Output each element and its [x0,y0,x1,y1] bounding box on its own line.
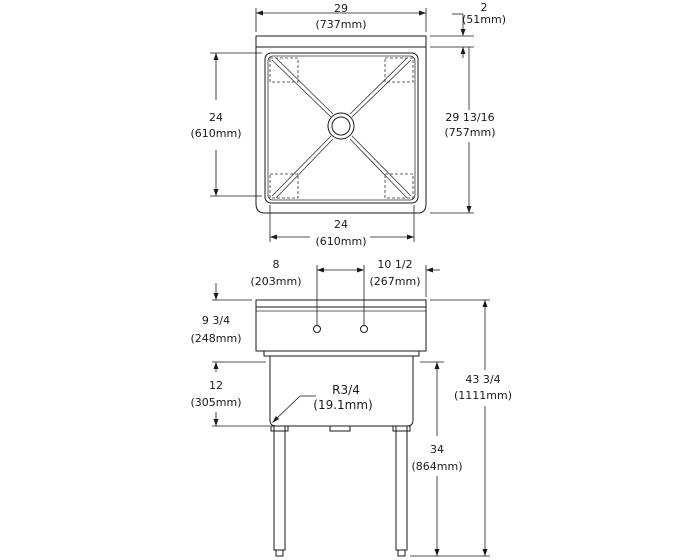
diag-br [351,135,412,197]
backsplash-height-mm: (248mm) [190,332,241,345]
corner-br [384,173,414,199]
front-drain [329,425,351,432]
diag-bl [271,135,332,197]
faucet-offset-inches: 10 1/2 [377,258,412,271]
top-outer-rim [255,47,427,214]
backsplash-inches: 2 [481,1,488,14]
bowl-width-inches: 24 [334,218,348,231]
bowl-depth-mm: (610mm) [190,127,241,140]
radius-inches: R3/4 [332,383,360,397]
corner-tr [384,57,414,83]
diag-tl [271,59,332,118]
rim-height-inches: 34 [430,443,444,456]
bowl-depth-inches: 24 [209,111,223,124]
radius-mm: (19.1mm) [313,398,372,412]
bowl-width-mm: (610mm) [315,235,366,248]
overall-height-mm: (1111mm) [454,389,512,402]
top-view: 29 (737mm) 2 (51mm) 29 13/16 (757mm) 24 … [190,1,506,248]
bowl-height-inches: 12 [209,379,223,392]
overall-height-inches: 43 3/4 [465,373,500,386]
width-mm: (737mm) [315,18,366,31]
leg-right [395,425,408,551]
backsplash-height-inches: 9 3/4 [202,314,230,327]
depth-inches: 29 13/16 [445,111,494,124]
corner-bl [269,173,299,199]
drain-inner [331,116,351,136]
width-inches: 29 [334,2,348,15]
rim-height-mm: (864mm) [411,460,462,473]
foot-left [275,549,284,557]
top-backsplash [255,35,427,48]
leg-left [273,425,286,551]
faucet-hole-left [313,325,321,333]
top-bowl-inner [267,55,416,201]
foot-right [397,549,406,557]
faucet-spacing-inches: 8 [273,258,280,271]
front-rim-lip [263,350,420,357]
faucet-spacing-mm: (203mm) [250,275,301,288]
front-backsplash-top [255,299,427,308]
drain-outer [327,112,355,140]
faucet-offset-mm: (267mm) [369,275,420,288]
depth-mm: (757mm) [444,126,495,139]
top-bowl-outline [264,52,419,204]
faucet-hole-right [360,325,368,333]
backsplash-mm: (51mm) [462,13,506,26]
front-view: 8 (203mm) 10 1/2 (267mm) 9 3/4 (248mm) 1… [190,258,512,557]
diag-tr [351,59,412,118]
corner-tl [269,57,299,83]
bowl-height-mm: (305mm) [190,396,241,409]
front-backsplash [255,306,427,352]
